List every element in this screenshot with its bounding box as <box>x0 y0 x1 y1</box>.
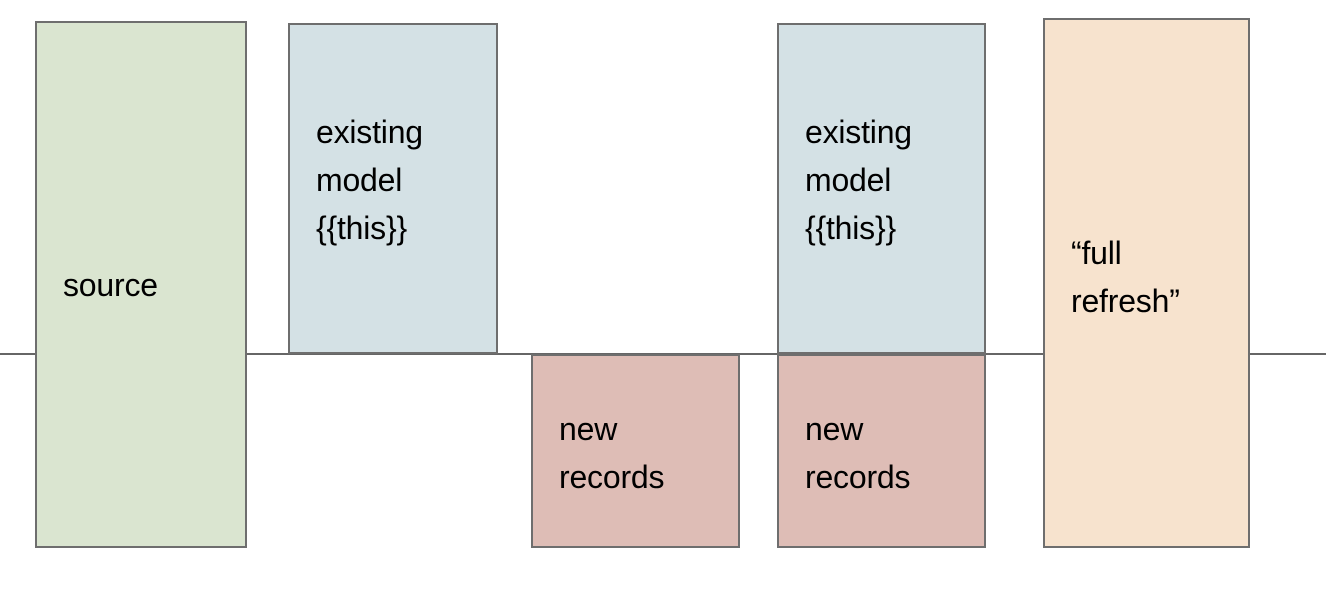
box-new-records-1-label: new records <box>559 411 665 495</box>
box-full-refresh[interactable]: “full refresh” <box>1043 18 1250 548</box>
box-full-refresh-label: “full refresh” <box>1071 235 1180 319</box>
box-existing-model-1[interactable]: existing model {{this}} <box>288 23 498 354</box>
box-source-label: source <box>63 266 158 303</box>
box-new-records-1[interactable]: new records <box>531 354 740 548</box>
box-source[interactable]: source <box>35 21 247 548</box>
box-new-records-2[interactable]: new records <box>777 354 986 548</box>
box-existing-model-1-label: existing model {{this}} <box>316 113 423 246</box>
box-new-records-2-label: new records <box>805 411 911 495</box>
box-existing-model-2[interactable]: existing model {{this}} <box>777 23 986 354</box>
box-existing-model-2-label: existing model {{this}} <box>805 113 912 246</box>
